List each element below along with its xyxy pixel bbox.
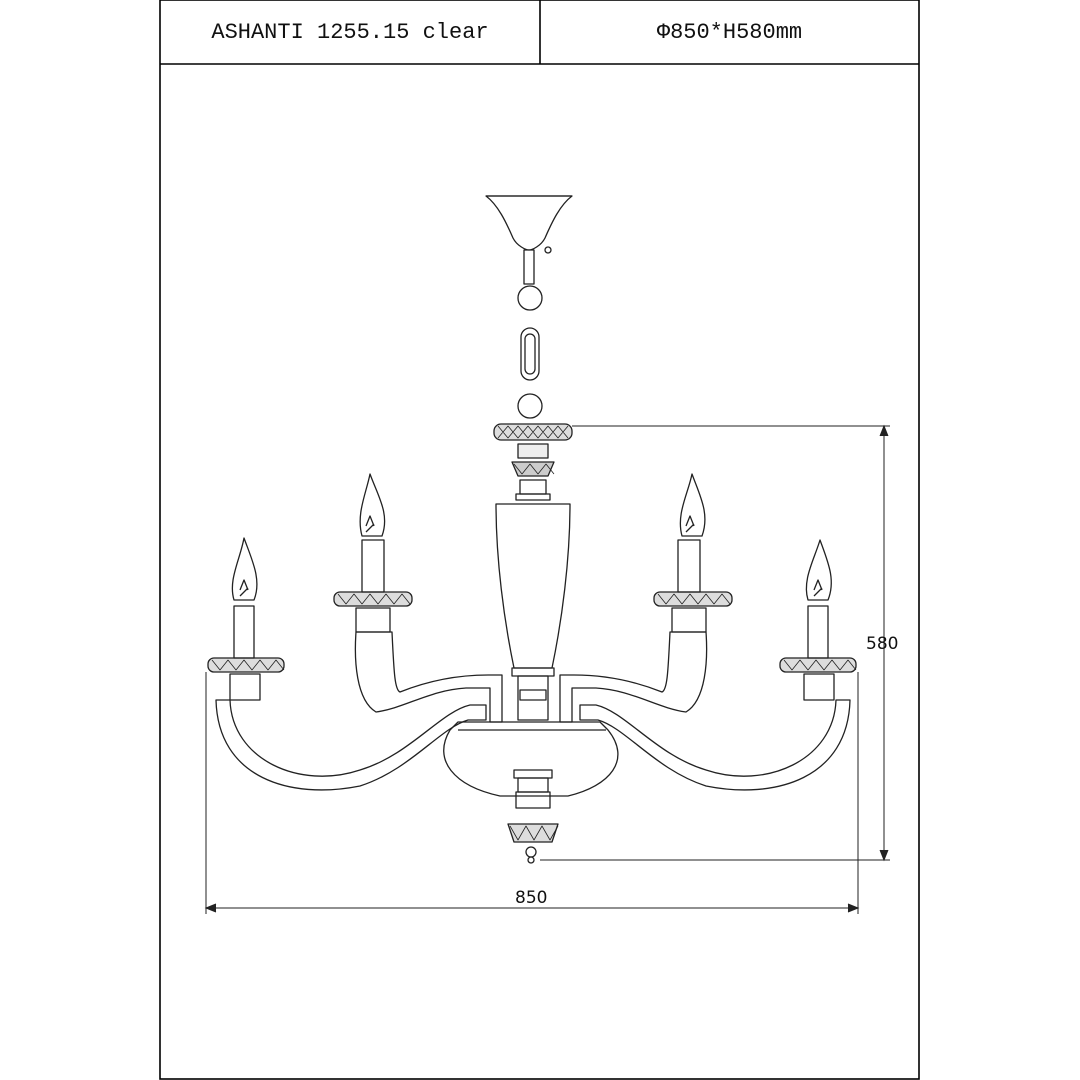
width-dimension-label: 850 (515, 888, 548, 908)
candle-inner-left (333, 473, 413, 633)
sheet-border (159, 0, 920, 1080)
dimension-lines (204, 424, 890, 914)
chandelier-drawing (207, 195, 857, 864)
chain (517, 249, 543, 419)
candle-far-right (779, 539, 857, 701)
size-spec: Φ850*H580mm (656, 19, 803, 45)
candle-inner-right (653, 473, 733, 633)
upper-bead (511, 443, 555, 501)
central-column (495, 503, 571, 669)
arm-far-left (215, 699, 487, 791)
top-crystal-disc (493, 423, 573, 441)
arm-far-right (579, 699, 851, 791)
arm-inner-left (354, 631, 503, 723)
height-dimension-label: 580 (866, 634, 899, 654)
lower-finial (507, 769, 559, 864)
central-bowl (443, 721, 619, 797)
model-name: ASHANTI 1255.15 clear (211, 19, 489, 45)
candle-far-left (207, 537, 285, 701)
arm-inner-right (559, 631, 708, 723)
ceiling-canopy (485, 195, 573, 251)
